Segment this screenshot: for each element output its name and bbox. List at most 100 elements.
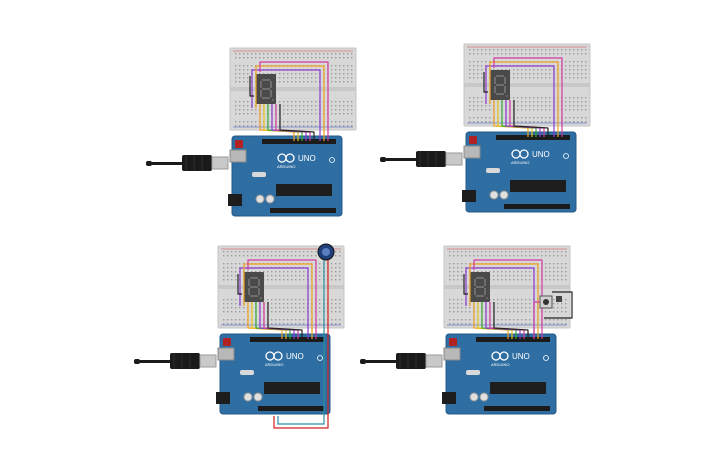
breadboard-hole — [239, 57, 241, 59]
breadboard-hole — [271, 279, 273, 281]
breadboard-hole — [565, 267, 567, 269]
breadboard-hole — [453, 267, 455, 269]
breadboard-hole — [485, 117, 487, 119]
breadboard-hole — [235, 105, 237, 107]
pushbutton-wire[interactable] — [533, 301, 540, 339]
jumper-wire[interactable] — [463, 274, 468, 295]
jumper-wire[interactable] — [255, 65, 325, 141]
breadboard-hole — [481, 251, 483, 253]
breadboard-hole — [307, 251, 309, 253]
seven-segment-display[interactable] — [490, 70, 510, 100]
breadboard-hole — [247, 105, 249, 107]
reset-button[interactable] — [235, 140, 243, 148]
jumper-wire[interactable] — [237, 274, 242, 295]
breadboard-hole — [453, 303, 455, 305]
breadboard-hole — [259, 53, 261, 55]
breadboard-hole — [315, 251, 317, 253]
breadboard-hole — [573, 97, 575, 99]
breadboard-hole — [271, 299, 273, 301]
breadboard-hole — [287, 255, 289, 257]
breadboard-hole — [331, 319, 333, 321]
breadboard[interactable] — [463, 43, 591, 127]
jumper-wire[interactable] — [485, 65, 555, 137]
reset-button[interactable] — [449, 338, 457, 346]
breadboard-hole — [517, 251, 519, 253]
breadboard-hole — [509, 255, 511, 257]
breadboard-hole — [525, 271, 527, 273]
breadboard-hole — [473, 117, 475, 119]
breadboard-hole — [319, 267, 321, 269]
breadboard-hole — [251, 65, 253, 67]
seven-segment-display[interactable] — [256, 74, 276, 104]
seven-segment-display[interactable] — [244, 272, 264, 302]
jumper-wire[interactable] — [251, 69, 321, 141]
breadboard-hole — [299, 113, 301, 115]
breadboard-hole — [231, 307, 233, 309]
reset-button[interactable] — [223, 338, 231, 346]
usb-cable[interactable] — [146, 155, 229, 171]
jumper-wire[interactable] — [513, 100, 549, 137]
breadboard-hole — [347, 53, 349, 55]
jumper-wire[interactable] — [493, 57, 563, 137]
usb-cable[interactable] — [134, 353, 217, 369]
breadboard-hole — [561, 271, 563, 273]
breadboard-hole — [307, 125, 309, 127]
breadboard-hole — [565, 275, 567, 277]
status-led — [543, 355, 549, 361]
jumper-wire[interactable] — [239, 267, 309, 339]
usb-plug-metal — [211, 156, 229, 170]
jumper-wire[interactable] — [259, 61, 329, 141]
jumper-wire[interactable] — [483, 72, 488, 93]
breadboard-hole — [275, 323, 277, 325]
jumper-wire[interactable] — [249, 76, 254, 97]
jumper-wire[interactable] — [279, 104, 315, 141]
breadboard-hole — [247, 101, 249, 103]
breadboard-hole — [565, 251, 567, 253]
breadboard-hole — [525, 73, 527, 75]
usb-cable[interactable] — [380, 151, 463, 167]
breadboard-hole — [231, 275, 233, 277]
breadboard-hole — [529, 97, 531, 99]
breadboard-hole — [497, 303, 499, 305]
pushbutton-cap[interactable] — [543, 299, 549, 305]
breadboard[interactable] — [229, 47, 357, 131]
usb-cable-wire — [366, 360, 422, 363]
breadboard-hole — [339, 319, 341, 321]
potentiometer-wire[interactable] — [273, 260, 329, 429]
breadboard-hole — [521, 251, 523, 253]
breadboard-hole — [461, 307, 463, 309]
breadboard-hole — [315, 109, 317, 111]
potentiometer-dial — [322, 248, 330, 256]
potentiometer-wire[interactable] — [277, 260, 325, 425]
jumper-wire[interactable] — [489, 61, 559, 137]
breadboard-hole — [521, 323, 523, 325]
breadboard-hole — [239, 65, 241, 67]
breadboard-hole — [477, 65, 479, 67]
jumper-wire[interactable] — [243, 263, 313, 339]
reset-button[interactable] — [469, 136, 477, 144]
breadboard-hole — [271, 323, 273, 325]
jumper-wire[interactable] — [267, 302, 303, 339]
pushbutton-wire[interactable] — [544, 291, 573, 319]
seven-segment-display[interactable] — [470, 272, 490, 302]
breadboard-hole — [279, 303, 281, 305]
breadboard-hole — [557, 311, 559, 313]
usb-cable[interactable] — [360, 353, 443, 369]
breadboard-hole — [235, 101, 237, 103]
breadboard-hole — [335, 299, 337, 301]
breadboard-hole — [585, 105, 587, 107]
breadboard-hole — [307, 77, 309, 79]
potentiometer[interactable] — [317, 243, 335, 261]
breadboard-hole — [477, 53, 479, 55]
breadboard-hole — [339, 311, 341, 313]
jumper-wire[interactable] — [247, 259, 317, 339]
breadboard-hole — [347, 57, 349, 59]
breadboard-hole — [573, 101, 575, 103]
breadboard-hole — [271, 275, 273, 277]
jumper-wire[interactable] — [493, 302, 529, 339]
breadboard[interactable] — [443, 245, 571, 329]
